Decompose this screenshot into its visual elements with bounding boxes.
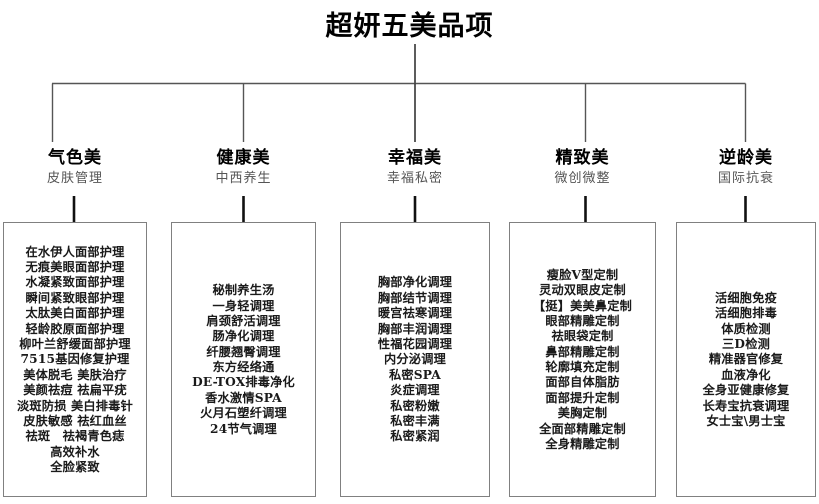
column-subtitle-4: 微创微整 <box>554 170 611 186</box>
column-header-1: 气色美 皮肤管理 <box>3 148 147 189</box>
list-item: 淡斑防损 美白排毒针 <box>17 398 133 413</box>
list-item: 私密丰满 <box>390 413 440 428</box>
column-xingfumei: 幸福美 幸福私密 胸部净化调理 胸部结节调理 暖宫祛寒调理 胸部丰润调理 性福花… <box>340 148 490 497</box>
list-item: 三D检测 <box>722 337 770 351</box>
list-item: 水凝紧致面部护理 <box>25 275 125 290</box>
item-box-1: 在水伊人面部护理 无痕美眼面部护理 水凝紧致面部护理 瞬间紧致眼部护理 太肽美白… <box>3 222 147 497</box>
list-item: 美颜祛痘 祛扁平疣 <box>23 383 127 398</box>
list-item: 全身亚健康修复 <box>702 383 790 398</box>
list-item: 鼻部精雕定制 <box>545 344 620 359</box>
list-item: 暖宫祛寒调理 <box>377 306 453 321</box>
list-item: 眼部精雕定制 <box>545 313 620 328</box>
list-item: 一身轻调理 <box>212 298 275 313</box>
column-jingzhimei: 精致美 微创微整 瘦脸V型定制 灵动双眼皮定制 【挺】美美鼻定制 眼部精雕定制 … <box>509 148 656 497</box>
column-header-5: 逆龄美 国际抗衰 <box>676 148 816 189</box>
list-item: 轮廓填充定制 <box>545 360 620 375</box>
list-item: 肠净化调理 <box>212 329 275 344</box>
column-title-2: 健康美 <box>216 148 271 168</box>
column-header-3: 幸福美 幸福私密 <box>340 148 490 189</box>
list-item: 私密粉嫩 <box>390 398 440 413</box>
list-item: 全面部精雕定制 <box>539 421 626 436</box>
list-item: 无痕美眼面部护理 <box>25 260 125 275</box>
list-item: 女士宝\男士宝 <box>706 413 786 428</box>
list-item: 火月石塑纤调理 <box>200 406 287 421</box>
column-subtitle-1: 皮肤管理 <box>46 170 103 186</box>
list-item: 肩颈舒活调理 <box>206 313 281 328</box>
column-title-4: 精致美 <box>555 148 610 168</box>
item-box-2: 秘制养生汤 一身轻调理 肩颈舒活调理 肠净化调理 纤腰翘臀调理 东方经络通 DE… <box>171 222 316 497</box>
list-item: 香水激情SPA <box>205 390 282 405</box>
list-item: 胸部净化调理 <box>377 275 453 290</box>
list-item: 7515基因修复护理 <box>20 352 130 367</box>
list-item: 24节气调理 <box>210 421 277 436</box>
column-subtitle-3: 幸福私密 <box>386 170 443 186</box>
list-item: 全身精雕定制 <box>545 437 620 452</box>
list-item: 东方经络通 <box>212 360 275 375</box>
page-title: 超妍五美品项 <box>325 11 494 42</box>
list-item: 精准器官修复 <box>708 352 784 367</box>
list-item: 私密紧润 <box>390 429 440 444</box>
list-item: 【挺】美美鼻定制 <box>532 298 633 313</box>
list-item: 活细胞免疫 <box>715 290 777 305</box>
list-item: 秘制养生汤 <box>212 283 275 298</box>
list-item: 祛斑 祛褐青色痣 <box>25 429 125 444</box>
column-jiankangmei: 健康美 中西养生 秘制养生汤 一身轻调理 肩颈舒活调理 肠净化调理 纤腰翘臀调理… <box>171 148 316 497</box>
column-subtitle-5: 国际抗衰 <box>717 170 774 186</box>
list-item: 面部自体脂肪 <box>545 375 620 390</box>
list-item: 胸部丰润调理 <box>377 321 453 336</box>
list-item: 长寿宝抗衰调理 <box>702 398 790 413</box>
column-title-5: 逆龄美 <box>719 148 773 168</box>
list-item: 美体脱毛 美肤治疗 <box>23 367 127 382</box>
list-item: 灵动双眼皮定制 <box>539 283 626 298</box>
list-item: 太肽美白面部护理 <box>25 306 125 321</box>
list-item: 瘦脸V型定制 <box>546 267 619 282</box>
column-title-1: 气色美 <box>48 148 102 168</box>
column-header-2: 健康美 中西养生 <box>171 148 316 189</box>
list-item: 活细胞排毒 <box>715 306 777 321</box>
list-item: 胸部结节调理 <box>377 290 453 305</box>
item-box-4: 瘦脸V型定制 灵动双眼皮定制 【挺】美美鼻定制 眼部精雕定制 祛眼袋定制 鼻部精… <box>509 222 656 497</box>
item-box-5: 活细胞免疫 活细胞排毒 体质检测 三D检测 精准器官修复 血液净化 全身亚健康修… <box>676 222 816 497</box>
list-item: DE-TOX排毒净化 <box>192 375 295 390</box>
list-item: 祛眼袋定制 <box>551 329 614 344</box>
list-item: 面部提升定制 <box>545 390 620 405</box>
list-item: 轻龄胶原面部护理 <box>25 321 125 336</box>
column-nilingmei: 逆龄美 国际抗衰 活细胞免疫 活细胞排毒 体质检测 三D检测 精准器官修复 血液… <box>676 148 816 497</box>
list-item: 血液净化 <box>721 367 771 382</box>
item-box-3: 胸部净化调理 胸部结节调理 暖宫祛寒调理 胸部丰润调理 性福花园调理 内分泌调理… <box>340 222 490 497</box>
list-item: 柳叶兰舒缓面部护理 <box>19 337 131 351</box>
column-qisemei: 气色美 皮肤管理 在水伊人面部护理 无痕美眼面部护理 水凝紧致面部护理 瞬间紧致… <box>3 148 147 497</box>
list-item: 炎症调理 <box>390 383 440 398</box>
list-item: 高效补水 <box>50 444 100 459</box>
column-title-3: 幸福美 <box>388 148 442 168</box>
list-item: 在水伊人面部护理 <box>25 244 125 259</box>
list-item: 美胸定制 <box>557 406 608 421</box>
list-item: 全脸紧致 <box>50 460 100 475</box>
list-item: 性福花园调理 <box>377 337 453 351</box>
list-item: 皮肤敏感 祛红血丝 <box>23 413 127 428</box>
column-subtitle-2: 中西养生 <box>215 170 272 186</box>
list-item: 瞬间紧致眼部护理 <box>25 290 125 305</box>
list-item: 内分泌调理 <box>384 352 446 367</box>
column-header-4: 精致美 微创微整 <box>509 148 656 189</box>
list-item: 纤腰翘臀调理 <box>206 344 281 359</box>
list-item: 体质检测 <box>721 321 771 336</box>
list-item: 私密SPA <box>389 367 441 382</box>
